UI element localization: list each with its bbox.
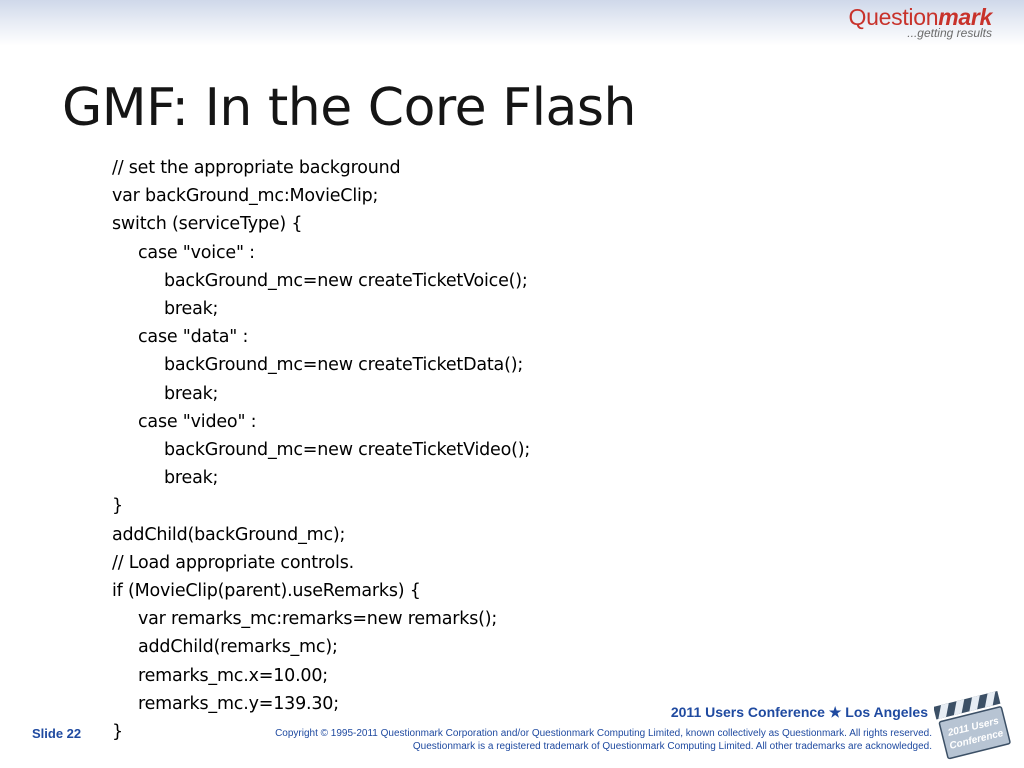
code-line: addChild(backGround_mc); xyxy=(112,524,346,545)
trademark-line: Questionmark is a registered trademark o… xyxy=(412,741,932,752)
copyright-notice: Copyright © 1995-2011 Questionmark Corpo… xyxy=(275,727,932,753)
code-line: switch (serviceType) { xyxy=(112,214,303,235)
slide-number: Slide 22 xyxy=(32,726,82,741)
code-line: case "voice" : xyxy=(138,242,255,263)
logo-tagline: ...getting results xyxy=(907,26,992,40)
code-line: remarks_mc.x=10.00; xyxy=(138,665,328,686)
code-line: var backGround_mc:MovieClip; xyxy=(112,186,379,207)
logo-brand: Question xyxy=(848,4,939,30)
code-line: if (MovieClip(parent).useRemarks) { xyxy=(112,581,421,602)
code-line: } xyxy=(112,496,123,517)
code-line: // Load appropriate controls. xyxy=(112,552,354,573)
code-line: backGround_mc=new createTicketVoice(); xyxy=(164,270,528,291)
logo-brand-bold: mark xyxy=(938,4,992,30)
code-line: backGround_mc=new createTicketVideo(); xyxy=(164,440,531,461)
code-line: } xyxy=(112,722,123,743)
logo-wordmark: Questionmark xyxy=(848,4,993,30)
code-line: break; xyxy=(164,468,219,489)
conference-label: 2011 Users Conference ★ Los Angeles xyxy=(670,704,928,720)
code-line: remarks_mc.y=139.30; xyxy=(138,693,339,714)
code-line: // set the appropriate background xyxy=(112,158,401,178)
code-listing: // set the appropriate background var bac… xyxy=(112,154,530,746)
header-band xyxy=(0,0,1024,46)
slide-title: GMF: In the Core Flash xyxy=(62,78,636,138)
code-line: var remarks_mc:remarks=new remarks(); xyxy=(138,609,498,630)
code-line: addChild(remarks_mc); xyxy=(138,637,338,658)
code-line: case "video" : xyxy=(138,411,257,432)
code-line: backGround_mc=new createTicketData(); xyxy=(164,355,524,376)
code-line: break; xyxy=(164,383,219,404)
code-line: break; xyxy=(164,299,219,320)
copyright-line: Copyright © 1995-2011 Questionmark Corpo… xyxy=(275,728,932,739)
questionmark-logo: Questionmark ...getting results xyxy=(848,4,993,40)
clapperboard-icon: 2011 Users Conference xyxy=(934,690,1011,760)
code-line: case "data" : xyxy=(138,327,249,348)
